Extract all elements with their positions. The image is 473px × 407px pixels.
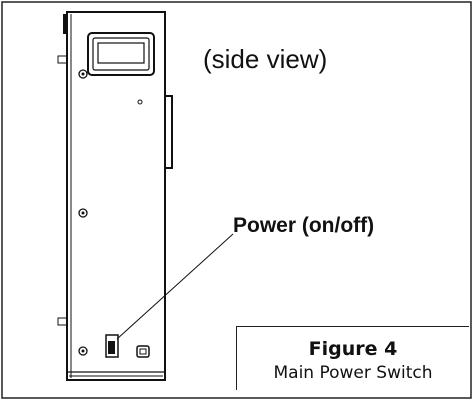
power-callout-label: Power (on/off) [233,214,375,237]
figure-caption-subtitle: Main Power Switch [273,363,433,383]
small-hole [137,99,143,105]
cabinet-side-panel [57,11,173,381]
carry-handle [87,32,155,76]
screw [78,346,88,356]
power-inlet-connector [136,345,150,358]
callout-leader-line [116,233,234,340]
screw [78,208,88,218]
outer-frame [1,1,472,399]
figure-caption-title: Figure 4 [308,338,398,360]
screw [78,69,88,79]
figure-caption-box: Figure 4 Main Power Switch [236,326,469,390]
view-label: (side view) [203,44,328,74]
power-switch [105,334,119,358]
